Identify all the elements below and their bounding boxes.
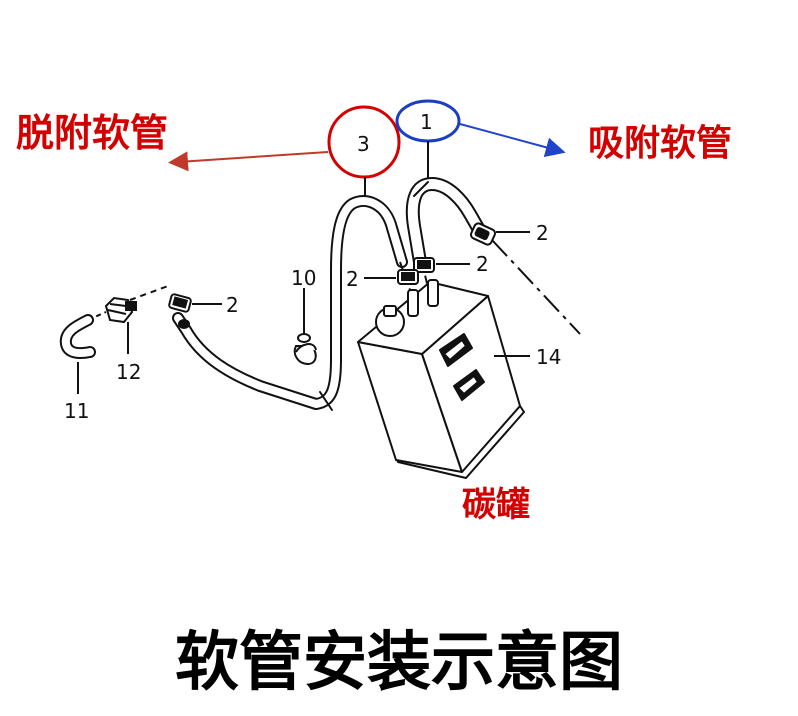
hose-clamp-center-right	[413, 257, 435, 273]
part-number-2-d: 2	[226, 293, 239, 317]
hose-clamp-left	[168, 293, 192, 329]
part-number-2-b: 2	[476, 252, 489, 276]
part-number-2-a: 2	[536, 221, 549, 245]
adsorption-arrow	[459, 123, 566, 158]
desorption-hose-label: 脱附软管	[16, 111, 168, 155]
part-number-1: 1	[420, 110, 433, 134]
hose-clamp-top-right	[469, 222, 497, 246]
part-number-11: 11	[64, 399, 89, 423]
part-number-10: 10	[291, 266, 316, 290]
desorption-arrow	[168, 151, 329, 172]
hose-clamp-center-left	[397, 269, 419, 285]
connector-fitting	[104, 296, 137, 324]
part-number-2-c: 2	[346, 267, 359, 291]
diagram-title: 软管安装示意图	[175, 626, 623, 700]
adsorption-hose-label: 吸附软管	[588, 123, 732, 164]
short-elbow-hose	[59, 314, 96, 359]
desorption-hose	[172, 195, 408, 411]
part-number-12: 12	[116, 360, 141, 384]
part-number-14: 14	[536, 345, 561, 369]
carbon-canister	[357, 279, 525, 479]
hose-holder-clip	[293, 333, 317, 366]
adsorption-hose	[405, 177, 485, 269]
part-number-3: 3	[357, 132, 370, 156]
canister-label: 碳罐	[462, 485, 530, 525]
